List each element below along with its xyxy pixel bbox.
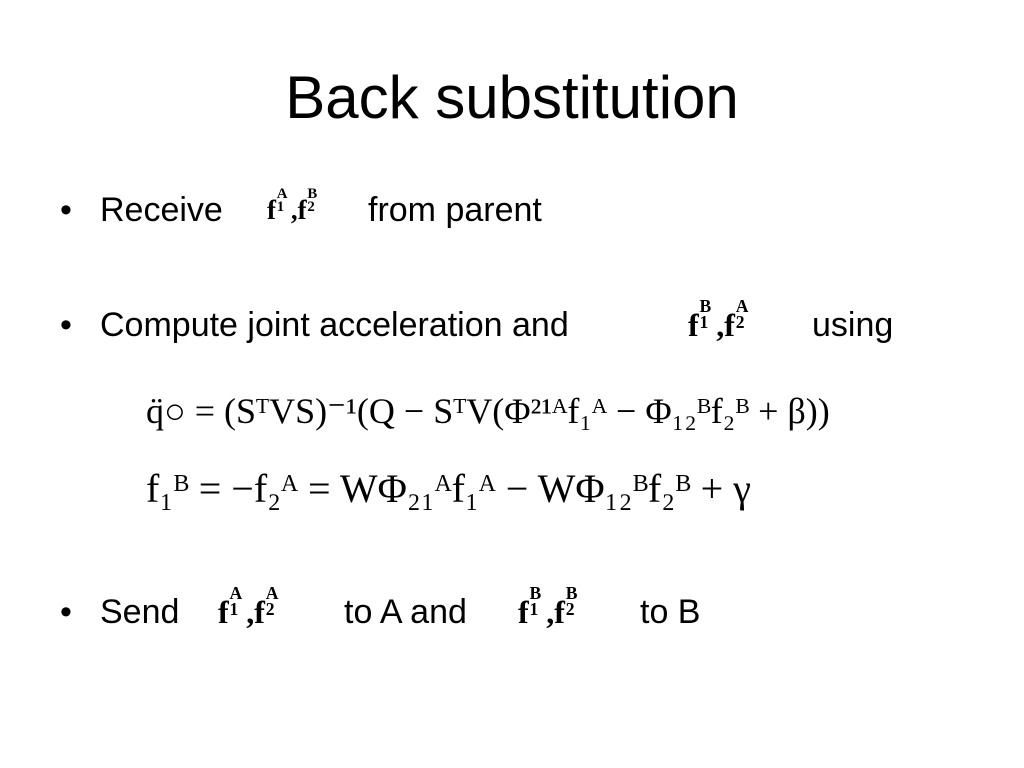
bullet-text-receive: Receive xyxy=(100,191,223,229)
equation-joint-acceleration: q̈○ = (SᵀVS)⁻¹(Q − SᵀV(Φ²¹ᴬf₁ᴬ − Φ₁₂ᴮf₂ᴮ… xyxy=(146,391,830,431)
bullet-dot: • xyxy=(60,306,72,344)
bullet-text-from-parent: from parent xyxy=(368,191,542,229)
bullet-dot: • xyxy=(60,593,72,631)
bullet-text-compute: Compute joint acceleration and xyxy=(100,306,569,344)
bullet-text-using: using xyxy=(812,306,894,344)
equation-force-relation: f₁ᴮ = −f₂ᴬ = WΦ₂₁ᴬf₁ᴬ − WΦ₁₂ᴮf₂ᴮ + γ xyxy=(146,466,751,511)
bullet-dot: • xyxy=(60,191,72,229)
slide-title: Back substitution xyxy=(285,64,739,131)
bullet-text-to-a-and: to A and xyxy=(344,593,467,631)
bullet-text-to-b: to B xyxy=(640,593,701,631)
bullet-text-send: Send xyxy=(100,593,180,631)
